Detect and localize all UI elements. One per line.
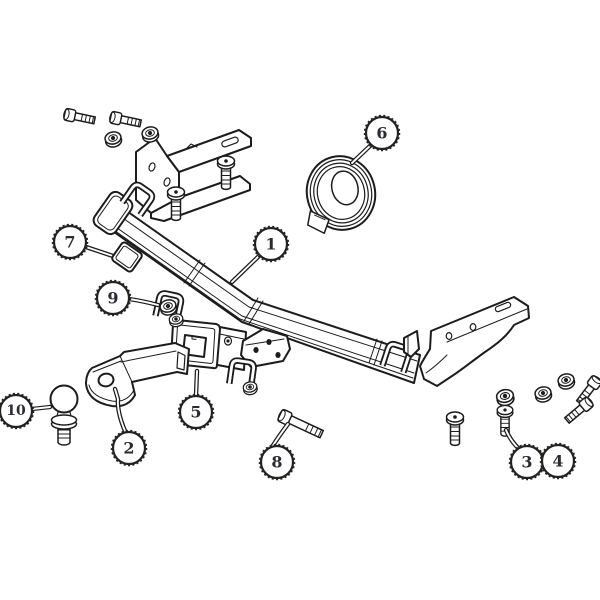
beam-joint [183, 259, 206, 287]
callout-circle [95, 280, 131, 316]
callout-number: 3 [521, 453, 532, 472]
bracket-slot [221, 136, 239, 148]
cover-plate [111, 241, 143, 273]
accessory-bracket [240, 328, 291, 368]
callout-7: 7 [51, 223, 89, 261]
bracket-hole [469, 323, 477, 332]
bracket-hole [445, 332, 453, 341]
bracket-hole [148, 162, 156, 172]
callout-number: 6 [376, 124, 387, 143]
callout-4: 4 [539, 442, 577, 480]
callout-circle [52, 224, 88, 260]
crossbar-beam [99, 201, 421, 384]
loom-plug [307, 210, 330, 235]
callout-circle [253, 226, 289, 262]
leader-lines [29, 142, 522, 452]
bolt-with-washer [445, 411, 465, 447]
callout-number: 5 [190, 403, 201, 422]
callout-circle [111, 430, 147, 466]
callout-circle [540, 443, 576, 479]
bracket-hole [163, 177, 171, 187]
callout-number: 9 [107, 289, 118, 308]
side-plate-bracket [403, 296, 530, 387]
wiring-loom-coil [305, 155, 377, 235]
callout-circle [259, 444, 295, 480]
callout-number: 1 [265, 235, 276, 254]
callout-6: 6 [363, 114, 401, 152]
callout-9: 9 [94, 279, 132, 317]
callout-2: 2 [110, 429, 148, 467]
callout-8: 8 [258, 443, 296, 481]
callout-circle [178, 394, 214, 430]
ball-mount-tongue [85, 342, 190, 408]
top-mounting-bracket [135, 129, 252, 222]
callout-number: 10 [6, 403, 26, 419]
hex-bolt [107, 110, 143, 130]
callout-5: 5 [177, 393, 215, 431]
flange-nut [533, 384, 554, 405]
beam-joint [243, 297, 264, 325]
callout-circle [364, 115, 400, 151]
callout-10: 10 [0, 392, 35, 430]
flange-nut [103, 129, 124, 150]
callout-number: 4 [552, 452, 563, 471]
flange-nut [241, 380, 259, 397]
callout-number: 7 [64, 233, 75, 252]
ball-hole [97, 372, 115, 388]
hex-bolt-item-8 [275, 407, 326, 441]
callout-1: 1 [252, 225, 290, 263]
tow-ball [49, 384, 79, 446]
callout-number: 2 [123, 439, 134, 458]
flange-nut [556, 371, 577, 392]
callouts: 1 2 3 4 5 6 7 8 [0, 114, 577, 481]
beam-joint [368, 338, 383, 366]
callout-3: 3 [508, 443, 546, 481]
callout-number: 8 [271, 453, 282, 472]
hex-bolt [61, 107, 97, 127]
callout-circle [0, 393, 34, 429]
flange-washer [494, 387, 516, 408]
